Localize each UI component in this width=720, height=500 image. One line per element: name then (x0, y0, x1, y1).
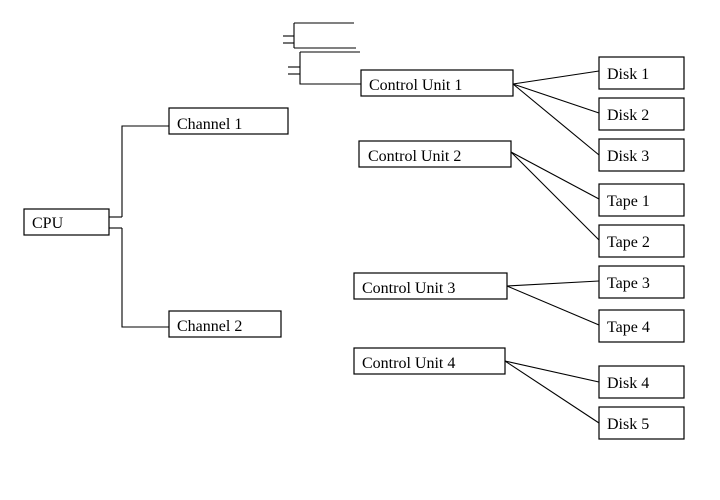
disk5-label: Disk 5 (607, 416, 649, 433)
disk3-box: Disk 3 (598, 138, 685, 172)
control-unit-4-label: Control Unit 4 (362, 355, 455, 372)
disk5-box: Disk 5 (598, 406, 685, 440)
channel2-box: Channel 2 (168, 310, 282, 338)
line-cu1-disk2 (512, 83, 600, 114)
bus-lower-branch (299, 52, 361, 85)
disk1-label: Disk 1 (607, 66, 649, 83)
line-cu4-disk4 (504, 360, 600, 383)
channel1-box: Channel 1 (168, 107, 289, 135)
tape2-box: Tape 2 (598, 224, 685, 258)
line-cu4-disk5 (504, 360, 600, 424)
tape4-label: Tape 4 (607, 319, 650, 336)
line-cpu-channel1 (121, 125, 169, 217)
tape1-box: Tape 1 (598, 183, 685, 217)
disk4-box: Disk 4 (598, 365, 685, 399)
tape1-label: Tape 1 (607, 193, 650, 210)
disk2-label: Disk 2 (607, 107, 649, 124)
channel1-label: Channel 1 (177, 116, 242, 133)
channel2-label: Channel 2 (177, 318, 242, 335)
control-unit-4-box: Control Unit 4 (353, 347, 506, 375)
disk4-label: Disk 4 (607, 375, 649, 392)
line-cu1-disk3 (512, 83, 600, 156)
line-cu1-disk1 (512, 70, 600, 85)
tape3-box: Tape 3 (598, 265, 685, 299)
disk1-box: Disk 1 (598, 56, 685, 90)
control-unit-3-box: Control Unit 3 (353, 272, 508, 300)
tape3-label: Tape 3 (607, 275, 650, 292)
control-unit-1-label: Control Unit 1 (369, 77, 462, 94)
cpu-box: CPU (23, 208, 110, 236)
line-cu2-tape2 (510, 151, 600, 241)
control-unit-2-label: Control Unit 2 (368, 148, 461, 165)
line-cu3-tape3 (506, 280, 600, 287)
control-unit-2-box: Control Unit 2 (358, 140, 512, 168)
cpu-label: CPU (32, 215, 64, 232)
line-cu3-tape4 (506, 285, 600, 326)
line-cpu-channel2 (121, 228, 169, 328)
tape2-label: Tape 2 (607, 234, 650, 251)
tape4-box: Tape 4 (598, 309, 685, 343)
disk2-box: Disk 2 (598, 97, 685, 131)
connector-lines (109, 22, 600, 424)
disk3-label: Disk 3 (607, 148, 649, 165)
line-cu2-tape1 (510, 151, 600, 200)
control-unit-3-label: Control Unit 3 (362, 280, 455, 297)
control-unit-1-box: Control Unit 1 (360, 69, 514, 97)
